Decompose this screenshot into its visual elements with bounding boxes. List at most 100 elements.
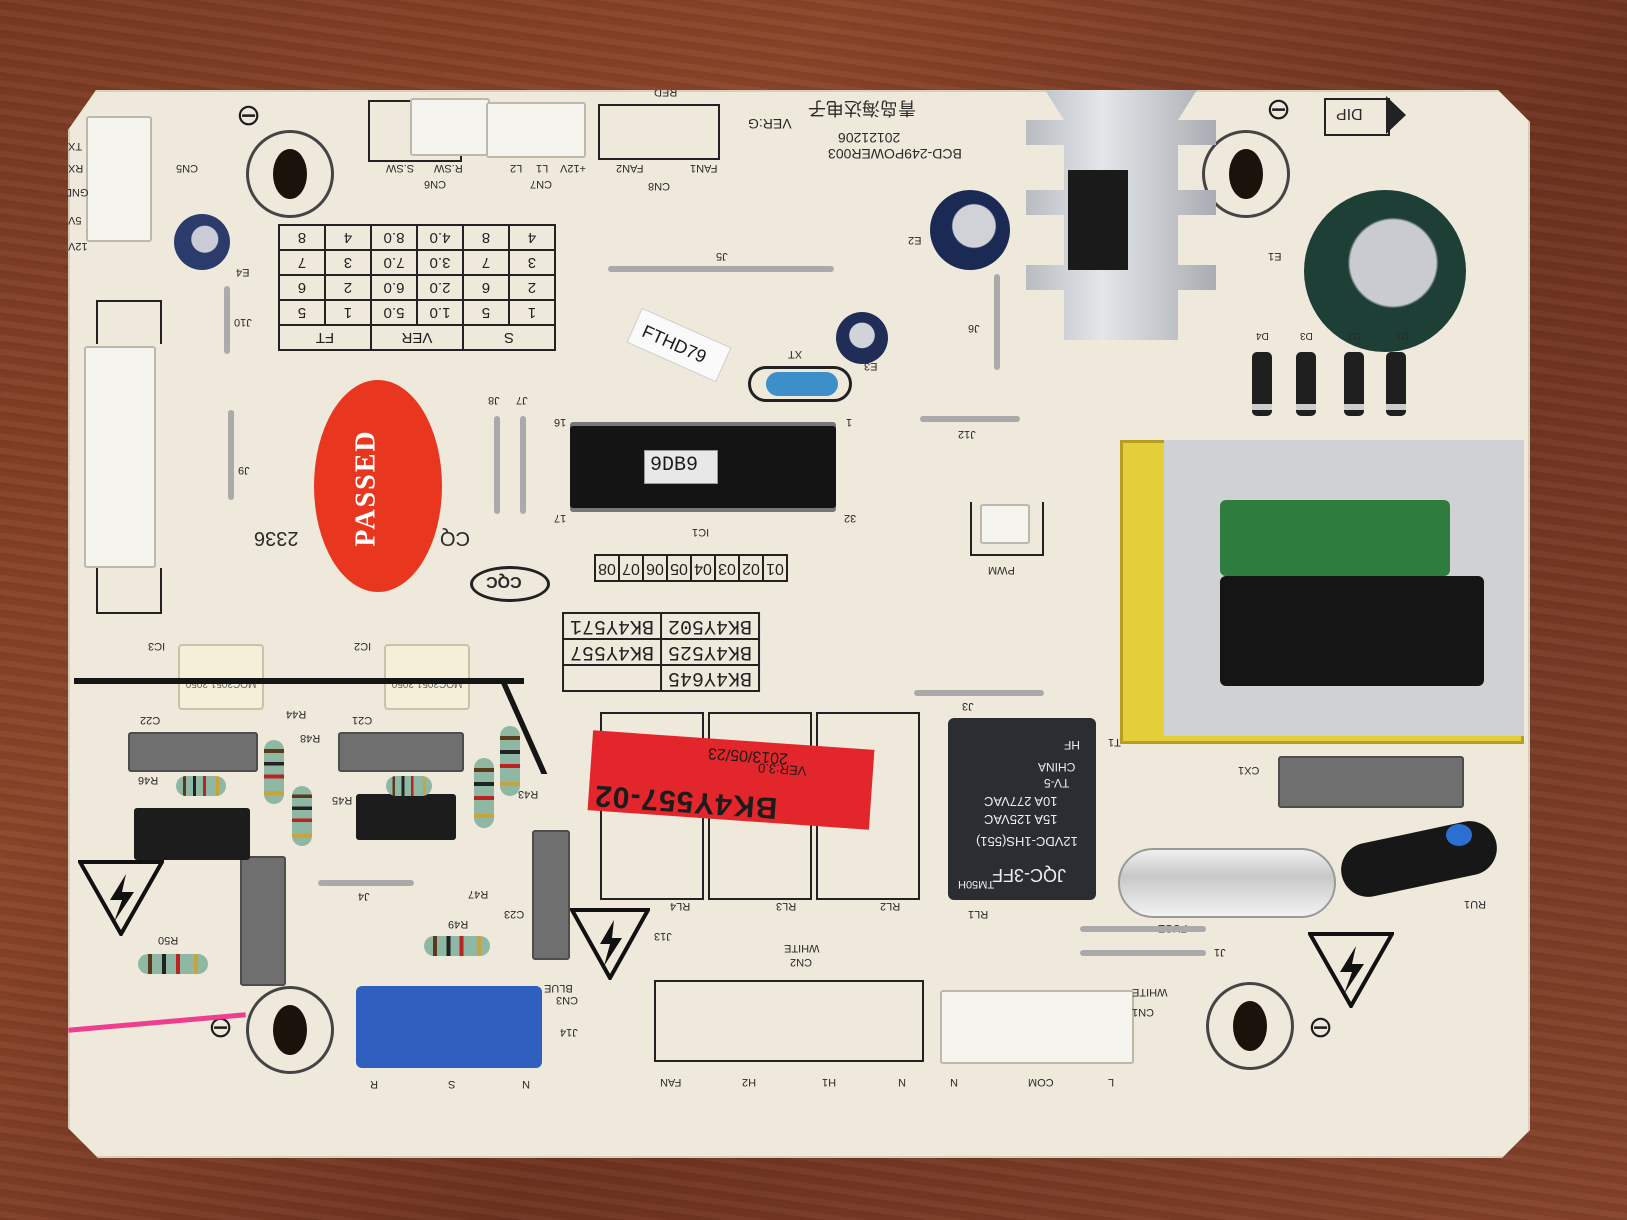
varistor-dot <box>1446 824 1472 846</box>
ccc-mark <box>470 566 550 602</box>
ic1-pin17: 17 <box>554 512 567 524</box>
part-number-empty <box>563 665 662 691</box>
regulator <box>1068 170 1128 270</box>
ic1-pin16: 16 <box>554 416 567 428</box>
screw-icon: ⊖ <box>1308 1011 1334 1044</box>
jumper-j9 <box>228 410 234 500</box>
pin-number: 08 <box>595 555 619 581</box>
jumper-j12 <box>920 416 1020 422</box>
r44-label: R44 <box>286 708 307 720</box>
capacitor-e3 <box>836 312 888 364</box>
part-number: BK4Y525 <box>661 639 760 665</box>
e2-label: E2 <box>908 234 922 246</box>
manufacturer: 青岛海达电子 <box>808 98 916 118</box>
ic1-marking: 9DB9 <box>650 454 699 477</box>
relay-model: JQC-3FF <box>992 865 1066 885</box>
pin-number: 06 <box>643 555 667 581</box>
diode-d3 <box>1296 352 1316 416</box>
cn2-label: CN2 <box>790 956 813 968</box>
cn1-color: WHITE <box>1132 986 1168 998</box>
capacitor-box <box>240 856 286 986</box>
table-cell: 8.0 <box>371 225 417 250</box>
j6-label: J6 <box>968 322 980 334</box>
pin-number: 05 <box>667 555 691 581</box>
connector-cn6[interactable] <box>410 98 490 156</box>
table-cell: 6.0 <box>371 275 417 300</box>
cn6-pin-ssw: S.SW <box>386 162 415 174</box>
table-header-ver: VER <box>371 325 463 350</box>
r47-label: R47 <box>468 888 489 900</box>
mount-hole-top-left <box>246 130 334 218</box>
screw-icon: ⊖ <box>236 99 262 132</box>
cn1-label: CN1 <box>1132 1006 1155 1018</box>
e1-label: E1 <box>1268 250 1282 262</box>
cn7-pin-l2: L2 <box>510 162 523 174</box>
d4-label: D4 <box>1256 330 1269 341</box>
connector-cn7[interactable] <box>486 102 586 158</box>
relay-ref: TM50H <box>958 878 995 890</box>
ru1-label: RU1 <box>1464 898 1487 910</box>
r49-label: R49 <box>448 918 469 930</box>
resistor-r46 <box>176 776 226 796</box>
high-voltage-warning-icon <box>78 860 164 936</box>
ccc-mark-text: CQC <box>486 573 522 590</box>
j4-label: J4 <box>358 890 370 902</box>
table-cell: 1.0 <box>417 300 463 325</box>
j5-label: J5 <box>716 250 728 262</box>
table-cell: 1 <box>325 300 371 325</box>
cn7-pin-l1: L1 <box>536 162 549 174</box>
diode-d4 <box>1252 352 1272 416</box>
connector-cn4[interactable] <box>84 346 156 568</box>
trace <box>74 678 524 684</box>
relay-rating1: 15A 125VAC <box>984 812 1058 827</box>
d2-label: D2 <box>1348 330 1361 341</box>
cn6-label: CN6 <box>424 178 447 190</box>
optocoupler-ic2: MOC3051 3050 <box>384 644 470 710</box>
jumper-j6 <box>994 274 1000 370</box>
rl4-label: RL4 <box>670 900 691 912</box>
high-voltage-warning-icon <box>570 908 650 980</box>
resistor-r48 <box>292 786 312 846</box>
c22-label: C22 <box>140 714 161 726</box>
arrow-right-icon <box>1386 96 1406 134</box>
board-title: BCD-249POWER003 <box>828 146 962 162</box>
j1-label: J1 <box>1214 946 1226 958</box>
j7-label: J7 <box>516 394 528 406</box>
ic1-pin1: 1 <box>846 416 853 428</box>
resistor-r50 <box>138 954 208 974</box>
connector-pwm[interactable] <box>980 504 1030 544</box>
jumper-j1b <box>1080 950 1206 956</box>
capacitor-c23 <box>532 830 570 960</box>
pin-number-table: 01 02 03 04 05 06 07 08 <box>594 554 788 582</box>
relay-tv: TV-5 <box>1044 776 1070 790</box>
connector-cn1[interactable] <box>940 990 1134 1064</box>
connector-cn5[interactable] <box>86 116 152 242</box>
cqc-digits: 2336 <box>254 527 299 549</box>
jumper-j1 <box>1080 926 1206 932</box>
connector-frame <box>96 300 162 344</box>
j14-label: J14 <box>560 1026 578 1038</box>
table-cell: 6 <box>279 275 325 300</box>
table-cell: 4.0 <box>417 225 463 250</box>
rl3-label: RL3 <box>776 900 797 912</box>
fuse <box>1118 848 1336 918</box>
j13-label: J13 <box>654 930 672 942</box>
table-cell: 4 <box>325 225 371 250</box>
part-number: BK4Y557 <box>563 639 662 665</box>
connector-cn2[interactable] <box>654 980 924 1062</box>
resistor-r44 <box>264 740 284 804</box>
pin-number: 03 <box>715 555 739 581</box>
pin-number: 07 <box>619 555 643 581</box>
cn2-color: WHITE <box>784 942 820 954</box>
table-cell: 5.0 <box>371 300 417 325</box>
j3-label: J3 <box>962 700 974 712</box>
rl2-label: RL2 <box>880 900 901 912</box>
table-cell: 2 <box>509 275 555 300</box>
cx1-label: CX1 <box>1238 764 1260 776</box>
table-header-s: S <box>463 325 555 350</box>
connector-cn3[interactable] <box>356 986 542 1068</box>
table-cell: 2.0 <box>417 275 463 300</box>
table-cell: 8 <box>463 225 509 250</box>
table-cell: 5 <box>463 300 509 325</box>
